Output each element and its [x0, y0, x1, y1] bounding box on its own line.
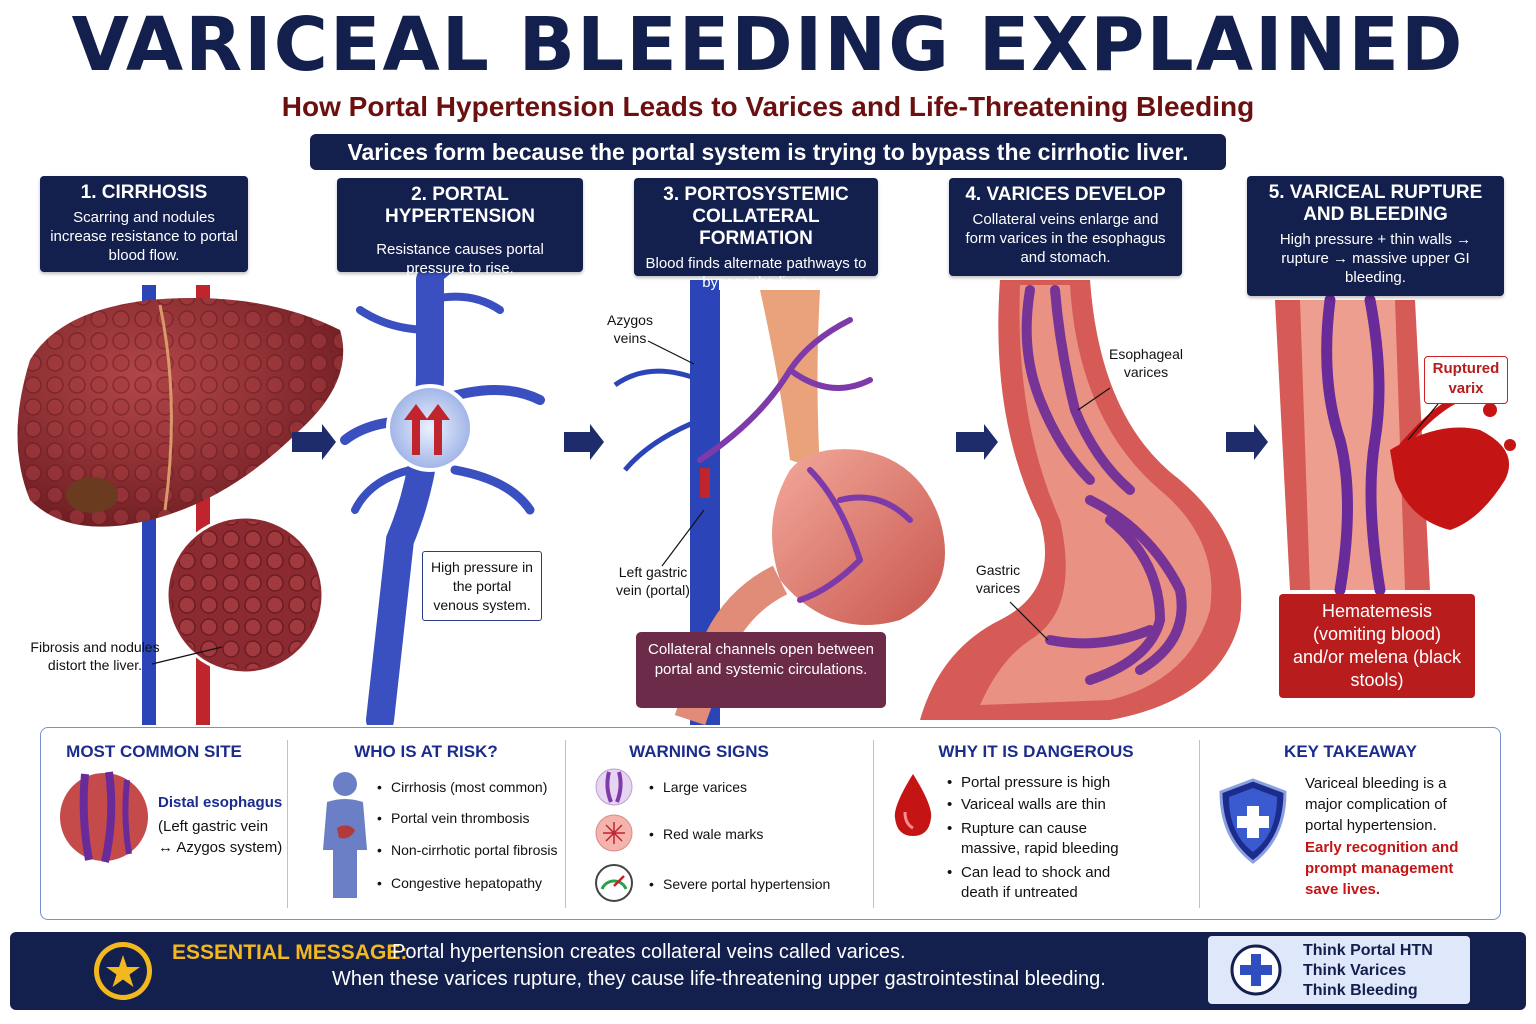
- column-heading: KEY TAKEAWAY: [1284, 742, 1417, 761]
- step-rupture-bleeding: 5. VARICEAL RUPTURE AND BLEEDING High pr…: [1247, 176, 1504, 296]
- step-portal-hypertension: 2. PORTAL HYPERTENSION Resistance causes…: [337, 178, 583, 277]
- essential-line-1: Portal hypertension creates collateral v…: [392, 941, 906, 963]
- column-heading: MOST COMMON SITE: [66, 742, 242, 761]
- person-icon: [323, 772, 367, 898]
- info-panel: MOST COMMON SITE Distal esophagus (Left …: [40, 727, 1501, 920]
- step-collateral-formation: 3. PORTOSYSTEMIC COLLATERAL FORMATION Bl…: [634, 178, 878, 291]
- column-divider: [1199, 740, 1200, 908]
- danger-item: Variceal walls are thin: [947, 796, 1106, 814]
- medical-cross-icon: [1230, 944, 1282, 996]
- step-varices-develop: 4. VARICES DEVELOP Collateral veins enla…: [949, 178, 1182, 276]
- danger-item: Portal pressure is high: [947, 774, 1110, 792]
- key-takeaway-column: KEY TAKEAWAY Variceal bleeding is a majo…: [1199, 728, 1502, 921]
- column-divider: [287, 740, 288, 908]
- step-heading: 4. VARICES DEVELOP: [965, 184, 1166, 205]
- pressure-bubble: [386, 384, 474, 472]
- step-description: High pressure + thin walls → rupture → m…: [1279, 231, 1472, 286]
- think-line: Think Bleeding: [1303, 982, 1418, 999]
- column-divider: [873, 740, 874, 908]
- column-heading: WHY IT IS DANGEROUS: [938, 742, 1134, 761]
- portal-vein-illustration: [340, 246, 545, 725]
- shield-icon: [1219, 778, 1287, 864]
- risk-item: Portal vein thrombosis: [377, 809, 529, 827]
- fibrosis-label: Fibrosis and nodules distort the liver.: [30, 639, 160, 673]
- step-heading: 2. PORTAL HYPERTENSION: [385, 184, 535, 227]
- step-description: Collateral veins enlarge and form varice…: [965, 211, 1166, 266]
- cirrhotic-liver-illustration: [17, 285, 344, 725]
- essential-message-bar: ESSENTIAL MESSAGE: Portal hypertension c…: [10, 932, 1526, 1010]
- column-divider: [565, 740, 566, 908]
- risk-item: Congestive hepatopathy: [377, 874, 542, 892]
- think-box: Think Portal HTN Think Varices Think Ble…: [1208, 936, 1470, 1004]
- site-name: Distal esophagus: [158, 794, 283, 811]
- column-heading: WARNING SIGNS: [629, 742, 769, 761]
- step-heading: 1. CIRRHOSIS: [80, 182, 208, 203]
- essential-line-2: When these varices rupture, they cause l…: [332, 968, 1106, 990]
- esophageal-varices-label: Esophageal varices: [1109, 346, 1183, 380]
- step-description: Blood finds alternate pathways to bypass…: [645, 255, 867, 291]
- danger-item: Can lead to shock and death if untreated: [947, 863, 1149, 903]
- who-is-at-risk-column: WHO IS AT RISK? Cirrhosis (most common) …: [287, 728, 565, 921]
- page-title: VARICEAL BLEEDING EXPLAINED: [71, 2, 1465, 88]
- blood-drop-icon: [894, 774, 932, 836]
- warning-item: Red wale marks: [649, 825, 763, 843]
- step-description: Scarring and nodules increase resistance…: [50, 209, 238, 264]
- step-heading: 3. PORTOSYSTEMIC COLLATERAL FORMATION: [663, 184, 849, 249]
- page-subtitle: How Portal Hypertension Leads to Varices…: [281, 91, 1255, 122]
- star-icon: [94, 942, 152, 1000]
- red-wale-icon: [595, 814, 633, 852]
- hematemesis-label: Hematemesis (vomiting blood) and/or mele…: [1279, 594, 1475, 698]
- key-banner: Varices form because the portal system i…: [310, 134, 1226, 170]
- process-illustration: [17, 246, 1516, 725]
- high-pressure-label: High pressure in the portal venous syste…: [422, 551, 542, 621]
- risk-item: Cirrhosis (most common): [377, 778, 547, 796]
- gastric-varices-label: Gastric varices: [975, 562, 1021, 596]
- ruptured-varix-label: Ruptured varix: [1424, 356, 1508, 404]
- warning-item: Severe portal hypertension: [649, 875, 830, 893]
- essential-heading: ESSENTIAL MESSAGE:: [172, 941, 408, 964]
- risk-item: Non-cirrhotic portal fibrosis: [377, 841, 557, 859]
- why-dangerous-column: WHY IT IS DANGEROUS Portal pressure is h…: [873, 728, 1199, 921]
- think-line: Think Varices: [1303, 962, 1407, 979]
- collateral-channels-label: Collateral channels open between portal …: [636, 632, 886, 708]
- site-detail: (Left gastric vein ↔ Azygos system): [158, 818, 283, 856]
- warning-item: Large varices: [649, 778, 747, 796]
- most-common-site-column: MOST COMMON SITE Distal esophagus (Left …: [41, 728, 287, 921]
- takeaway-text: Variceal bleeding is a major complicatio…: [1305, 775, 1447, 834]
- left-gastric-label: Left gastric vein (portal): [616, 564, 690, 598]
- takeaway-emphasis: Early recognition and prompt management …: [1305, 839, 1459, 898]
- large-varices-icon: [595, 768, 633, 806]
- step-description: Resistance causes portal pressure to ris…: [376, 241, 544, 277]
- azygos-label: Azygos veins: [607, 312, 653, 346]
- step-cirrhosis: 1. CIRRHOSIS Scarring and nodules increa…: [40, 176, 248, 272]
- danger-item: Rupture can cause massive, rapid bleedin…: [947, 819, 1149, 859]
- pressure-gauge-icon: [595, 864, 633, 902]
- step-heading: 5. VARICEAL RUPTURE AND BLEEDING: [1268, 182, 1483, 225]
- rupture-illustration: [1275, 294, 1516, 596]
- column-heading: WHO IS AT RISK?: [354, 742, 498, 761]
- varices-illustration: [920, 280, 1242, 720]
- flow-arrows: [292, 424, 1268, 460]
- esophagus-icon: [58, 771, 150, 863]
- think-line: Think Portal HTN: [1303, 942, 1433, 959]
- warning-signs-column: WARNING SIGNS Large varices Red wale mar…: [565, 728, 873, 921]
